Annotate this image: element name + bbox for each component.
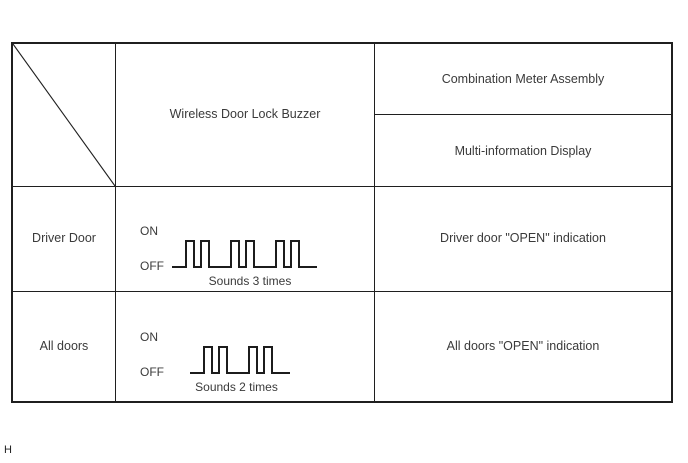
buzzer-waveform-3-times — [172, 240, 317, 268]
header-multi-information-label: Multi-information Display — [454, 143, 592, 158]
trigger-label: All doors — [39, 338, 89, 353]
header-multi-information-cell: Multi-information Display — [375, 115, 671, 186]
waveform-cell-driver-door: ON OFF Sounds 3 times — [116, 187, 375, 292]
header-buzzer-cell: Wireless Door Lock Buzzer — [116, 44, 375, 187]
header-combination-meter-label: Combination Meter Assembly — [441, 72, 605, 86]
indication-cell-all-doors: All doors "OPEN" indication — [375, 292, 671, 401]
indication-cell-driver-door: Driver door "OPEN" indication — [375, 187, 671, 292]
off-label: OFF — [140, 365, 164, 379]
on-label: ON — [140, 224, 158, 238]
waveform-level-labels: ON OFF — [140, 224, 164, 273]
waveform-block: ON OFF Sounds 2 times — [140, 292, 291, 395]
waveform-caption: Sounds 3 times — [208, 274, 292, 288]
diagonal-line — [13, 44, 115, 186]
on-label: ON — [140, 330, 158, 344]
waveform-row: ON OFF — [140, 330, 291, 379]
header-meter-group: Combination Meter Assembly Multi-informa… — [375, 44, 671, 187]
trigger-label: Driver Door — [32, 231, 96, 246]
page-mark: H — [4, 444, 13, 456]
header-combination-meter-cell: Combination Meter Assembly — [375, 44, 671, 115]
indication-label: Driver door "OPEN" indication — [440, 231, 606, 246]
header-buzzer-label: Wireless Door Lock Buzzer — [169, 107, 321, 122]
trigger-cell-driver-door: Driver Door — [13, 187, 116, 292]
waveform-level-labels: ON OFF — [140, 330, 164, 379]
waveform-caption: Sounds 2 times — [195, 380, 278, 394]
waveform-block: ON OFF Sounds 3 times — [140, 187, 318, 289]
door-lock-buzzer-table: Wireless Door Lock Buzzer Combination Me… — [11, 42, 673, 403]
waveform-cell-all-doors: ON OFF Sounds 2 times — [116, 292, 375, 401]
trigger-cell-all-doors: All doors — [13, 292, 116, 401]
waveform-row: ON OFF — [140, 224, 318, 273]
buzzer-waveform-2-times — [190, 346, 290, 374]
off-label: OFF — [140, 259, 164, 273]
corner-diagonal-cell — [13, 44, 116, 187]
indication-label: All doors "OPEN" indication — [446, 338, 600, 353]
